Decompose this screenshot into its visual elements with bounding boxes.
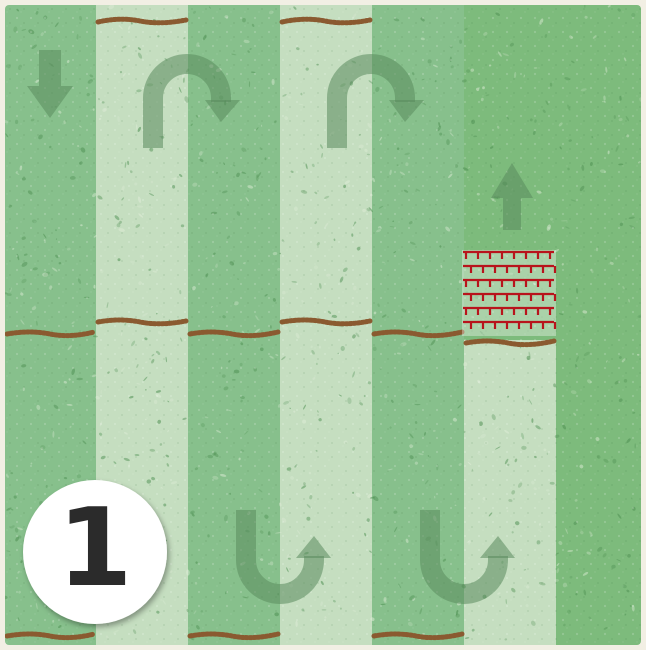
cut-line-top-4 (282, 19, 370, 23)
cut-line-top-2 (98, 19, 186, 23)
mower-icon (462, 250, 556, 336)
step-number: 1 (57, 486, 132, 611)
